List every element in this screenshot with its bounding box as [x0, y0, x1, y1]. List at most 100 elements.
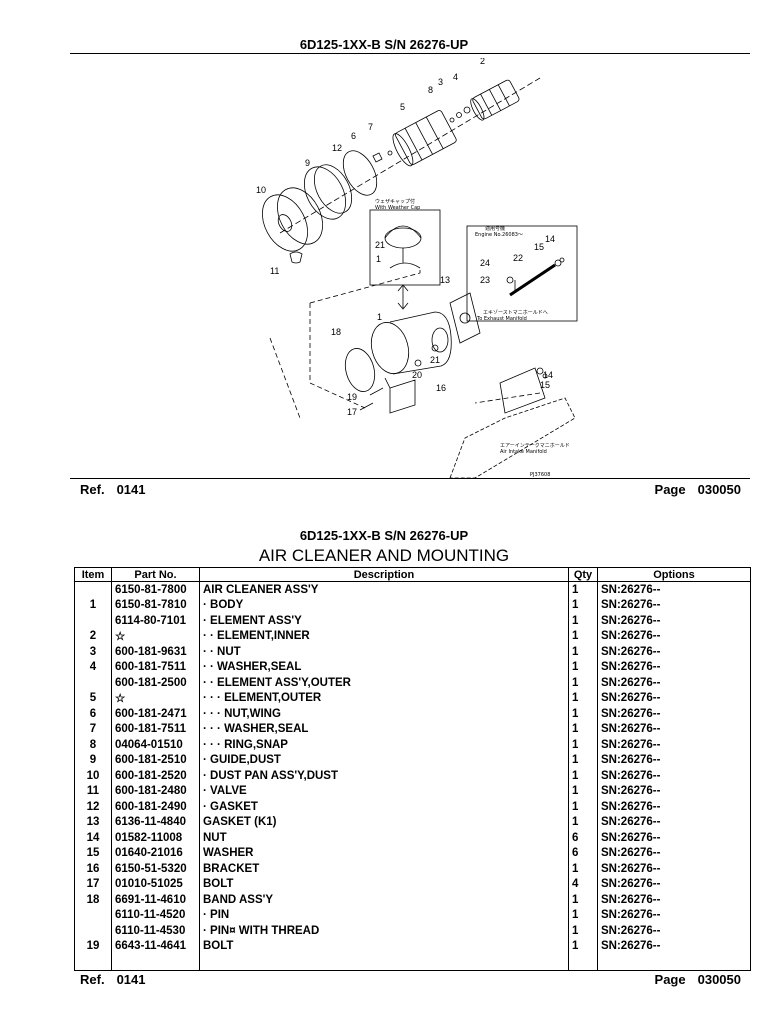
svg-text:18: 18	[331, 327, 341, 337]
part-no-cell: 6643-11-4641	[111, 938, 200, 954]
ref-value: 0141	[116, 972, 146, 987]
parts-list-model: 6D125-1XX-B S/N 26276-UP	[299, 528, 469, 543]
description-cell: GASKET (K1)	[199, 814, 569, 830]
options-cell: SN:26276--	[597, 907, 751, 923]
part-no-cell: 600-181-2520	[111, 768, 200, 784]
description-cell: BRACKET	[199, 861, 569, 877]
options-cell: SN:26276--	[597, 783, 751, 799]
description-cell: · · · ELEMENT,OUTER	[199, 690, 569, 706]
item-cell: 16	[74, 861, 112, 877]
description-cell: · PIN¤ WITH THREAD	[199, 923, 569, 939]
parts-table: Item Part No. Description Qty Options 61…	[74, 567, 751, 971]
item-cell: 18	[74, 892, 112, 908]
col-qty: Qty	[568, 567, 598, 582]
part-no-cell: 6150-51-5320	[111, 861, 200, 877]
part-no-cell: 01010-51025	[111, 876, 200, 892]
description-cell: WASHER	[199, 845, 569, 861]
description-cell: · PIN	[199, 907, 569, 923]
page-label: Page	[654, 972, 686, 987]
description-cell: · DUST PAN ASS'Y,DUST	[199, 768, 569, 784]
options-cell: SN:26276--	[597, 830, 751, 846]
part-no-cell: 6150-81-7800	[111, 581, 200, 598]
qty-cell: 1	[568, 752, 598, 768]
qty-cell: 1	[568, 659, 598, 675]
qty-cell: 1	[568, 768, 598, 784]
part-no-cell: 600-181-2480	[111, 783, 200, 799]
item-cell: 1	[74, 597, 112, 613]
svg-text:9: 9	[305, 158, 310, 168]
qty-cell: 1	[568, 721, 598, 737]
svg-text:21: 21	[375, 240, 385, 250]
part-no-cell: 600-181-2500	[111, 675, 200, 691]
part-no-cell	[111, 954, 200, 971]
item-cell: 12	[74, 799, 112, 815]
options-cell: SN:26276--	[597, 845, 751, 861]
qty-cell: 1	[568, 597, 598, 613]
options-cell: SN:26276--	[597, 752, 751, 768]
description-cell: BOLT	[199, 938, 569, 954]
svg-text:24: 24	[480, 258, 490, 268]
item-cell: 6	[74, 706, 112, 722]
options-cell: SN:26276--	[597, 644, 751, 660]
item-cell	[74, 907, 112, 923]
description-cell: BAND ASS'Y	[199, 892, 569, 908]
svg-text:23: 23	[480, 275, 490, 285]
item-cell	[74, 581, 112, 598]
section-title: AIR CLEANER AND MOUNTING	[258, 546, 510, 565]
svg-text:14: 14	[543, 370, 553, 380]
qty-cell: 1	[568, 892, 598, 908]
svg-text:3: 3	[438, 77, 443, 87]
options-cell: SN:26276--	[597, 876, 751, 892]
description-cell: · · NUT	[199, 644, 569, 660]
item-cell: 2	[74, 628, 112, 644]
item-cell: 15	[74, 845, 112, 861]
svg-text:14: 14	[545, 234, 555, 244]
options-cell: SN:26276--	[597, 613, 751, 629]
part-no-cell: ☆	[111, 690, 200, 706]
part-no-cell: 600-181-9631	[111, 644, 200, 660]
part-no-cell: 600-181-2471	[111, 706, 200, 722]
svg-text:8: 8	[428, 85, 433, 95]
header-rule	[70, 53, 750, 54]
figure-code: PJ37608	[530, 472, 550, 478]
svg-text:12: 12	[332, 143, 342, 153]
part-no-cell: 600-181-2490	[111, 799, 200, 815]
item-cell	[74, 613, 112, 629]
item-cell: 5	[74, 690, 112, 706]
col-options: Options	[597, 567, 751, 582]
part-no-cell: 6150-81-7810	[111, 597, 200, 613]
description-cell: · · · NUT,WING	[199, 706, 569, 722]
svg-text:19: 19	[347, 392, 357, 402]
svg-text:13: 13	[440, 275, 450, 285]
options-cell: SN:26276--	[597, 892, 751, 908]
weather-cap-en: With Weather Cap	[375, 205, 420, 211]
options-cell: SN:26276--	[597, 768, 751, 784]
part-no-cell: 600-181-2510	[111, 752, 200, 768]
options-cell: SN:26276--	[597, 706, 751, 722]
part-no-cell: 01582-11008	[111, 830, 200, 846]
item-cell: 9	[74, 752, 112, 768]
svg-text:15: 15	[534, 242, 544, 252]
description-cell	[199, 954, 569, 971]
svg-text:2: 2	[480, 58, 485, 66]
options-cell: SN:26276--	[597, 597, 751, 613]
description-cell: · · · RING,SNAP	[199, 737, 569, 753]
qty-cell: 1	[568, 907, 598, 923]
svg-text:15: 15	[540, 380, 550, 390]
description-cell: · · · WASHER,SEAL	[199, 721, 569, 737]
item-cell	[74, 675, 112, 691]
part-no-cell: ☆	[111, 628, 200, 644]
qty-cell: 1	[568, 581, 598, 598]
svg-text:5: 5	[400, 102, 405, 112]
options-cell: SN:26276--	[597, 799, 751, 815]
